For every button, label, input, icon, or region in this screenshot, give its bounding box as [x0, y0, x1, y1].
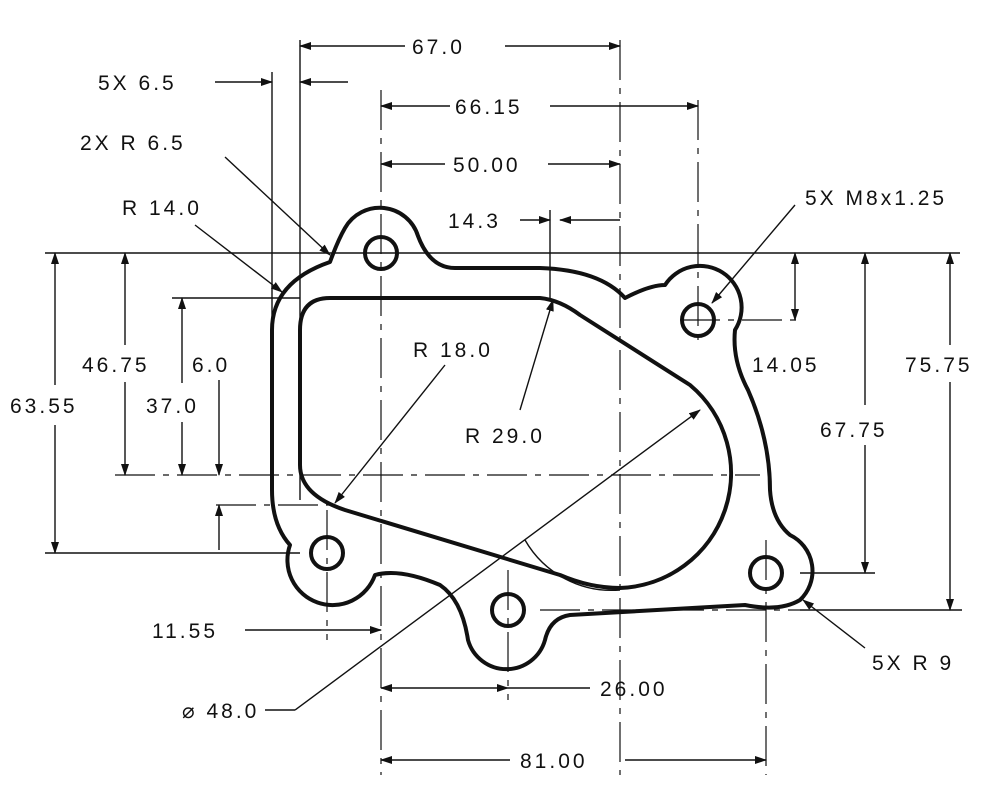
dim-67-75: 67.75 — [820, 419, 888, 442]
dim-46-75: 46.75 — [82, 354, 150, 377]
dim-26: 26.00 — [600, 678, 668, 701]
dim-11-55: 11.55 — [152, 620, 218, 643]
dim-r14: R 14.0 — [122, 197, 202, 220]
gasket-outline — [270, 205, 815, 672]
dim-14-3: 14.3 — [448, 210, 501, 233]
dim-14-05: 14.05 — [752, 354, 820, 377]
dim-63-55: 63.55 — [10, 395, 78, 418]
dim-67: 67.0 — [412, 36, 465, 59]
dim-r29: R 29.0 — [465, 425, 545, 448]
dim-r9: 5X R 9 — [872, 652, 954, 675]
dim-thread: 5X M8x1.25 — [805, 187, 947, 210]
dim-r6-5: 2X R 6.5 — [80, 132, 186, 155]
dim-75-75: 75.75 — [905, 354, 973, 377]
dim-dia-48: ⌀ 48.0 — [182, 700, 259, 723]
dim-6: 6.0 — [192, 354, 230, 377]
dim-hole-dia: 5X 6.5 — [98, 72, 177, 95]
port-outline — [298, 296, 734, 590]
dim-81: 81.00 — [520, 750, 588, 773]
dim-66-15: 66.15 — [455, 96, 523, 119]
dim-50: 50.00 — [453, 154, 521, 177]
dim-37: 37.0 — [146, 395, 199, 418]
dim-r18: R 18.0 — [413, 339, 493, 362]
